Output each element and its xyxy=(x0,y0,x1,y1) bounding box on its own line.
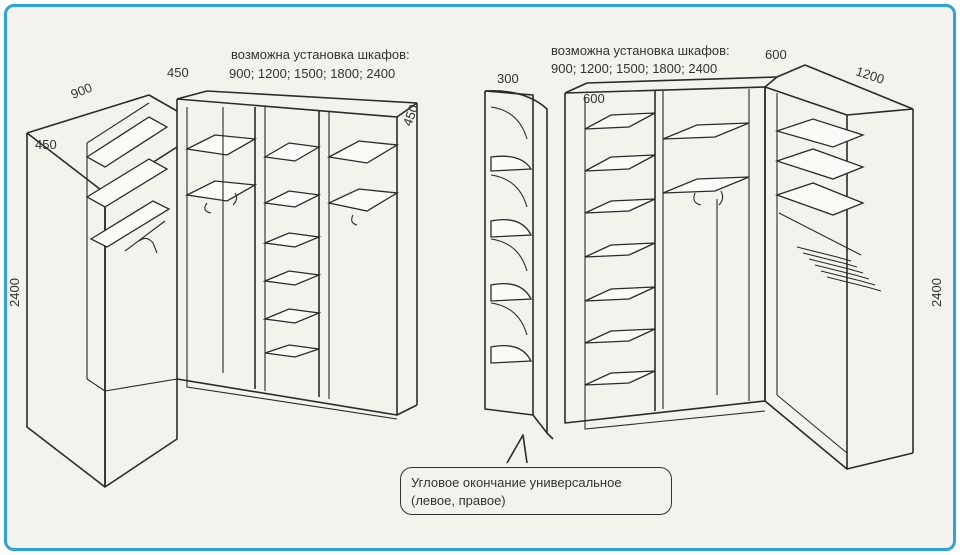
dim-right-height-2400: 2400 xyxy=(929,278,944,307)
dim-left-depth-900: 900 xyxy=(69,80,95,102)
dim-left-right-depth-450: 450 xyxy=(400,103,422,129)
left-corner-wardrobe xyxy=(26,90,418,488)
right-dimensions: 600 600 1200 2400 возможна установка шка… xyxy=(551,43,944,307)
note-line1: Угловое окончание универсальное xyxy=(411,475,622,490)
dim-right-depth-1200: 1200 xyxy=(854,64,886,87)
dim-left-height-2400: 2400 xyxy=(7,278,22,307)
right-caption-line2: 900; 1200; 1500; 1800; 2400 xyxy=(551,61,717,76)
corner-end-piece: 300 xyxy=(484,71,554,440)
dim-right-corner-600: 600 xyxy=(765,47,787,62)
dim-right-left-depth-600: 600 xyxy=(583,91,605,106)
wardrobe-drawing: 900 450 450 450 2400 возможна установка … xyxy=(7,43,944,488)
dim-left-side-450: 450 xyxy=(35,137,57,152)
callout-pointer xyxy=(506,434,528,464)
right-caption-line1: возможна установка шкафов: xyxy=(551,43,730,58)
right-corner-wardrobe xyxy=(564,64,914,470)
left-caption-line1: возможна установка шкафов: xyxy=(231,47,410,62)
left-dimensions: 900 450 450 450 2400 возможна установка … xyxy=(7,47,421,307)
dim-corner-width-300: 300 xyxy=(497,71,519,86)
corner-end-note: Угловое окончание универсальное (левое, … xyxy=(400,467,672,515)
dim-left-corner-450: 450 xyxy=(167,65,189,80)
diagram-frame: 900 450 450 450 2400 возможна установка … xyxy=(4,4,956,551)
note-line2: (левое, правое) xyxy=(411,493,506,508)
left-caption-line2: 900; 1200; 1500; 1800; 2400 xyxy=(229,66,395,81)
